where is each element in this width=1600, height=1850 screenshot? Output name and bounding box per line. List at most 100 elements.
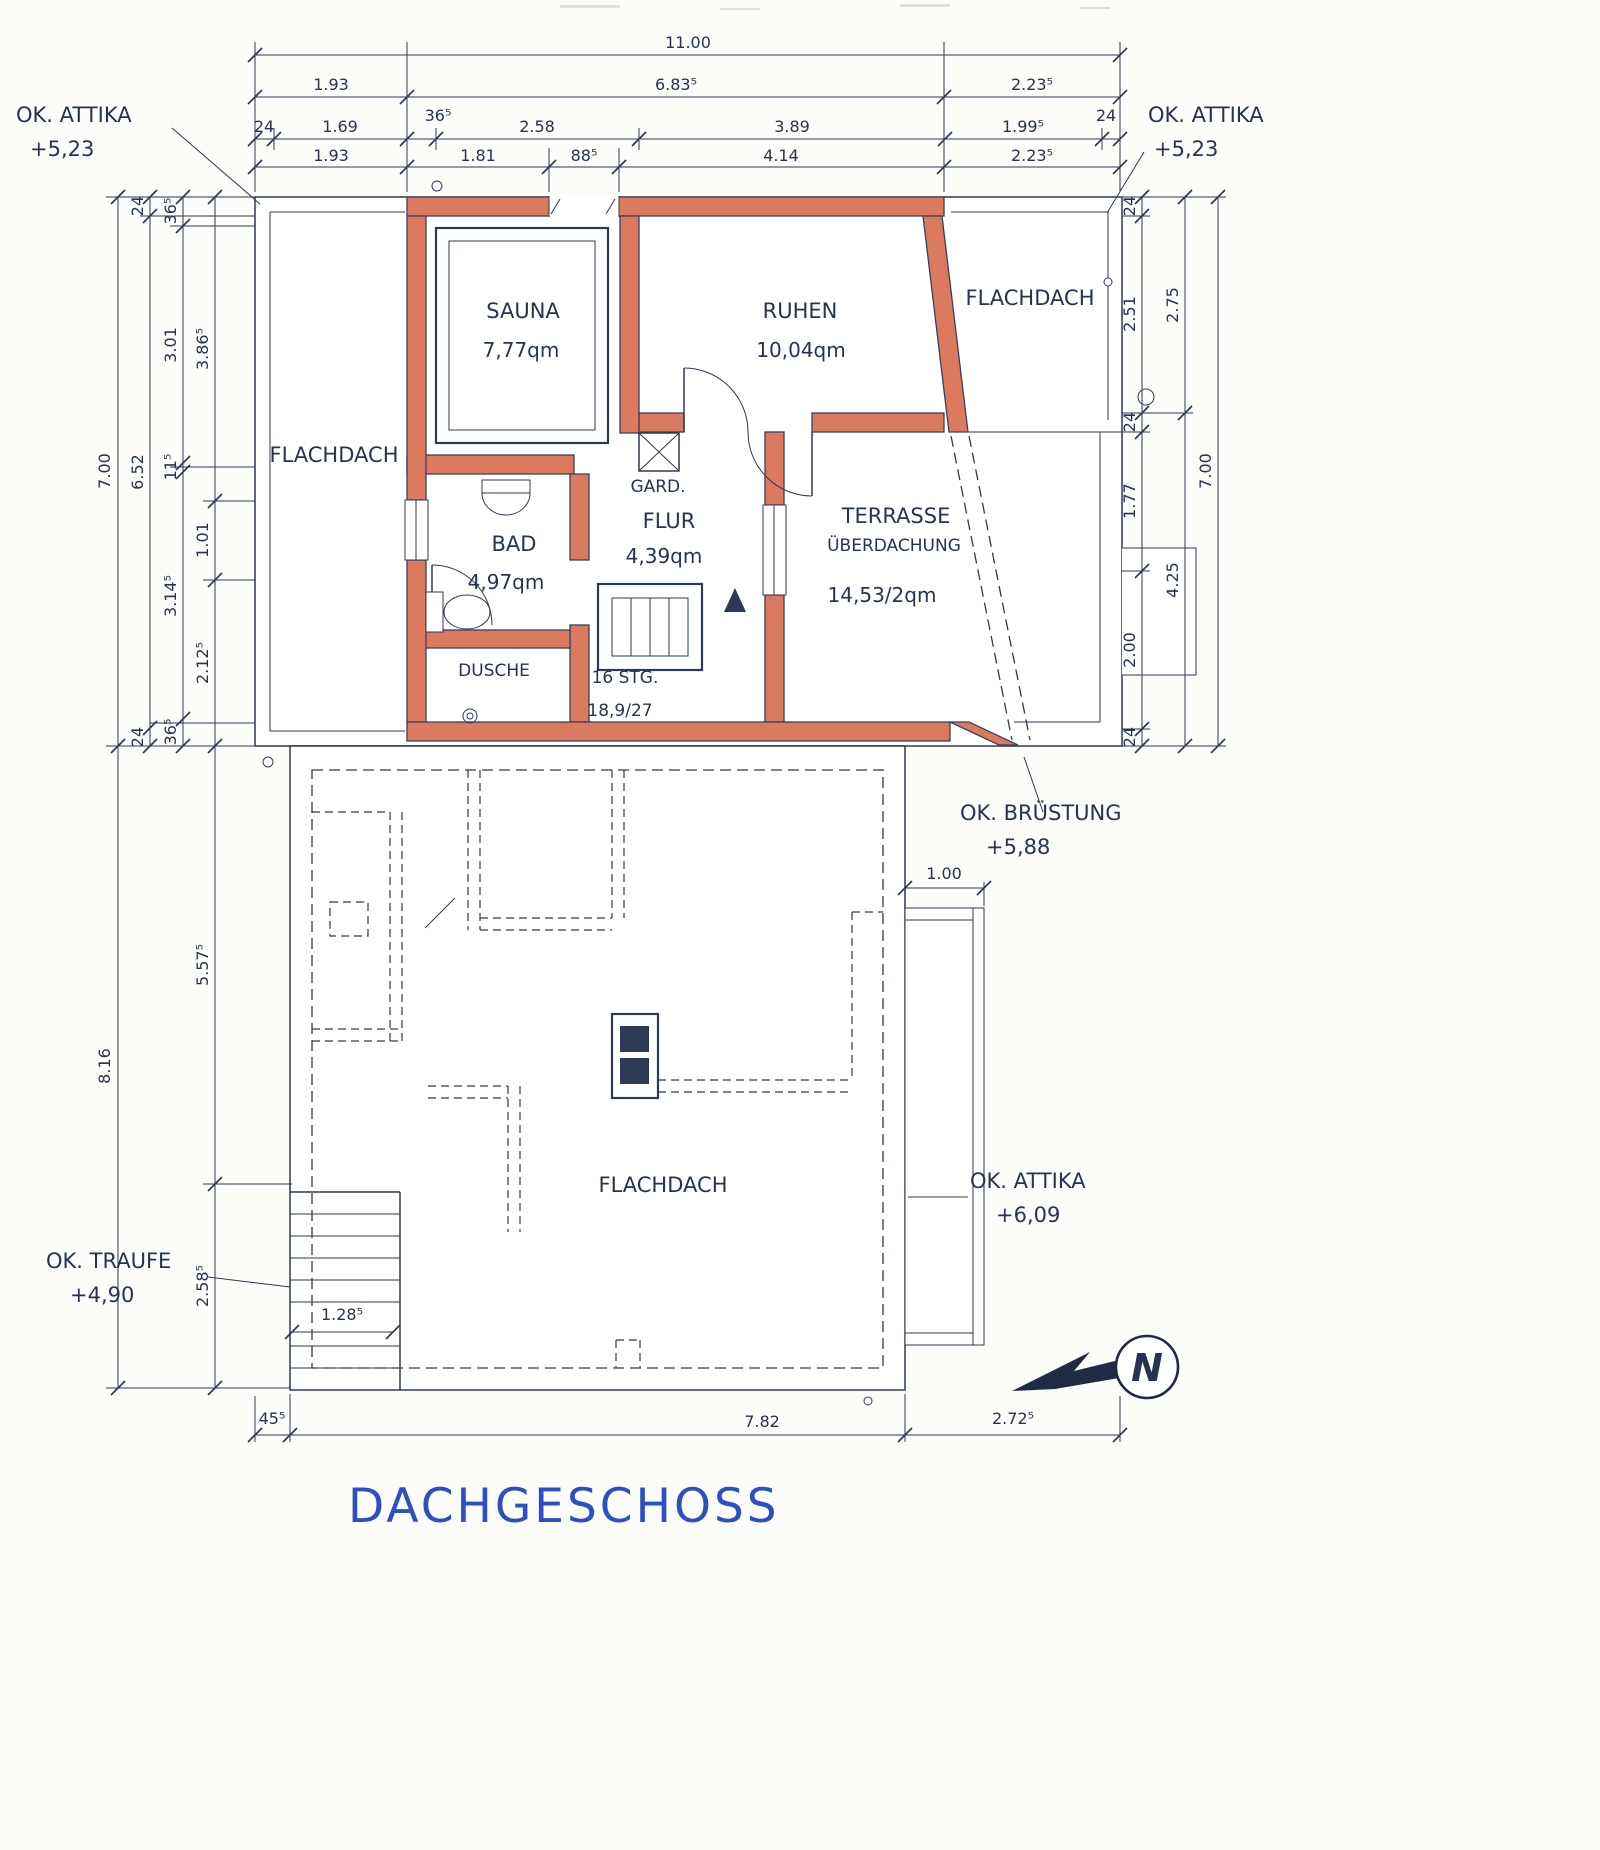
dim-l4-1: 3.86⁵ — [193, 328, 212, 370]
dim-balcony-width: 1.00 — [926, 864, 962, 883]
exterior-stairs — [290, 1191, 401, 1390]
dim-l3-1: 36⁵ — [161, 198, 180, 225]
dim-b2: 7.82 — [744, 1412, 780, 1431]
right-balcony-strip — [904, 907, 985, 1346]
terrace-edges — [950, 431, 1122, 741]
door-terrace — [747, 431, 813, 497]
dim-r1-3: 24 — [1120, 412, 1139, 432]
room-label-terrasse-sub: ÜBERDACHUNG — [827, 534, 961, 556]
label-traufe: OK. TRAUFE — [46, 1249, 171, 1273]
washbasin — [481, 479, 531, 516]
dim-l4-5: 2.58⁵ — [193, 1265, 212, 1307]
label-bruestung: OK. BRÜSTUNG — [960, 800, 1122, 825]
top-wall-opening — [548, 195, 620, 218]
label-traufe-value: +4,90 — [70, 1283, 134, 1307]
dim-left-816: 8.16 — [95, 1048, 114, 1084]
dim-r3: 7.00 — [1196, 453, 1215, 489]
dim-h4-3: 88⁵ — [571, 146, 598, 165]
dim-h4-2: 1.81 — [460, 146, 496, 165]
room-area-flur: 4,39qm — [626, 544, 703, 568]
room-label-flur: FLUR — [643, 509, 696, 533]
dim-r1-1: 24 — [1120, 196, 1139, 216]
dim-r2-2: 4.25 — [1163, 562, 1182, 598]
north-arrow-letter: N — [1131, 1346, 1163, 1390]
dim-l3-3: 11⁵ — [161, 454, 180, 481]
lower-roof-plan — [289, 745, 985, 1406]
shaft — [638, 432, 680, 472]
label-attika-topleft-value: +5,23 — [30, 137, 94, 161]
room-label-ruhen: RUHEN — [763, 299, 838, 323]
room-label-flachdach-left: FLACHDACH — [270, 443, 399, 467]
dim-l2-1: 24 — [128, 196, 147, 216]
level-annotations: OK. ATTIKA +5,23 OK. ATTIKA +5,23 OK. BR… — [16, 103, 1264, 1307]
north-arrow-circle — [1114, 1334, 1180, 1400]
stairs-count-label: 16 STG. — [592, 668, 659, 688]
dim-total-width: 11.00 — [665, 33, 711, 52]
dim-l4-4: 5.57⁵ — [193, 944, 212, 986]
dim-h2-3: 2.23⁵ — [1011, 75, 1053, 94]
vent-symbol — [431, 180, 443, 192]
parapet-symbol — [1103, 277, 1113, 287]
label-attika-topright-value: +5,23 — [1154, 137, 1218, 161]
dim-l4-3: 2.12⁵ — [193, 642, 212, 684]
room-label-gard: GARD. — [630, 477, 685, 497]
north-arrow-bolt — [1012, 1352, 1119, 1391]
sauna-cabin — [434, 226, 610, 445]
dim-l2-2: 6.52 — [128, 454, 147, 490]
stair-direction-arrow — [724, 588, 746, 612]
drawing-title: DACHGESCHOSS — [348, 1479, 780, 1534]
terrace-corner-wall — [949, 721, 1019, 746]
label-bruestung-value: +5,88 — [986, 835, 1050, 859]
dim-h3-3: 36⁵ — [425, 106, 452, 125]
dim-h4-4: 4.14 — [763, 146, 799, 165]
window-left-wall — [404, 499, 429, 561]
room-area-sauna: 7,77qm — [483, 338, 560, 362]
walls-below-dashed — [312, 770, 883, 1368]
dim-b3: 2.72⁵ — [992, 1409, 1034, 1428]
upper-floor-plan — [254, 180, 1197, 747]
room-area-bad: 4,97qm — [468, 570, 545, 594]
shower-drain — [462, 708, 478, 724]
label-attika-lower: OK. ATTIKA — [970, 1169, 1086, 1193]
dim-l3-4: 3.14⁵ — [161, 575, 180, 617]
dim-h3-7: 24 — [1096, 106, 1116, 125]
lower-plan-outline — [289, 745, 906, 1391]
dim-l2-3: 24 — [128, 727, 147, 747]
room-area-ruhen: 10,04qm — [756, 338, 845, 362]
room-area-terrasse: 14,53/2qm — [828, 583, 937, 607]
reference-symbol-left — [262, 756, 274, 768]
dim-h3-1: 24 — [254, 117, 274, 136]
dim-l4-2: 1.01 — [193, 522, 212, 558]
window-terrace-wall — [762, 504, 787, 596]
toilet — [425, 591, 491, 633]
reference-symbol-right — [1137, 388, 1155, 406]
dim-h3-2: 1.69 — [322, 117, 358, 136]
door-flur — [683, 367, 749, 433]
label-attika-topleft: OK. ATTIKA — [16, 103, 132, 127]
dim-h4-1: 1.93 — [313, 146, 349, 165]
room-labels: FLACHDACH SAUNA 7,77qm RUHEN 10,04qm FLA… — [270, 286, 1095, 1197]
chimney — [610, 1012, 660, 1100]
stairwell — [596, 582, 746, 672]
dim-h2-1: 1.93 — [313, 75, 349, 94]
scan-artifacts — [560, 4, 1110, 10]
stairs-ratio-label: 18,9/27 — [587, 701, 652, 721]
attika-inner-edge — [311, 769, 884, 1369]
dim-r1-2: 2.51 — [1120, 296, 1139, 332]
reference-symbol — [863, 1396, 873, 1406]
dim-r1-5: 2.00 — [1120, 632, 1139, 668]
dim-b1: 45⁵ — [259, 1409, 286, 1428]
room-label-terrasse: TERRASSE — [841, 504, 951, 528]
dim-l3-2: 3.01 — [161, 327, 180, 363]
right-protrusion — [1122, 547, 1197, 676]
dim-r1-4: 1.77 — [1120, 483, 1139, 519]
dim-l3-5: 36⁵ — [161, 719, 180, 746]
dim-h3-5: 3.89 — [774, 117, 810, 136]
walls — [406, 196, 1019, 746]
dim-r2-1: 2.75 — [1163, 287, 1182, 323]
room-label-flachdach-topright: FLACHDACH — [966, 286, 1095, 310]
dim-h4-5: 2.23⁵ — [1011, 146, 1053, 165]
dim-h3-6: 1.99⁵ — [1002, 117, 1044, 136]
